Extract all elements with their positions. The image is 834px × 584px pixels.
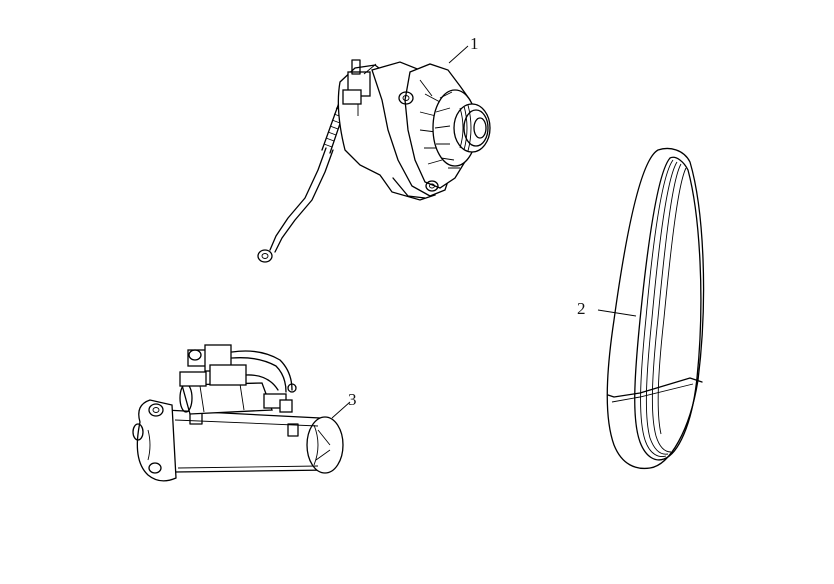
starter-drawing: 3 — [132, 344, 357, 482]
belt-drawing: 2 — [577, 147, 705, 470]
callout-1-label: 1 — [470, 34, 479, 53]
alternator-drawing: 1 — [257, 34, 491, 263]
alternator-cable — [257, 99, 348, 263]
callout-2-label: 2 — [577, 299, 586, 318]
callout-3-label: 3 — [348, 390, 357, 409]
